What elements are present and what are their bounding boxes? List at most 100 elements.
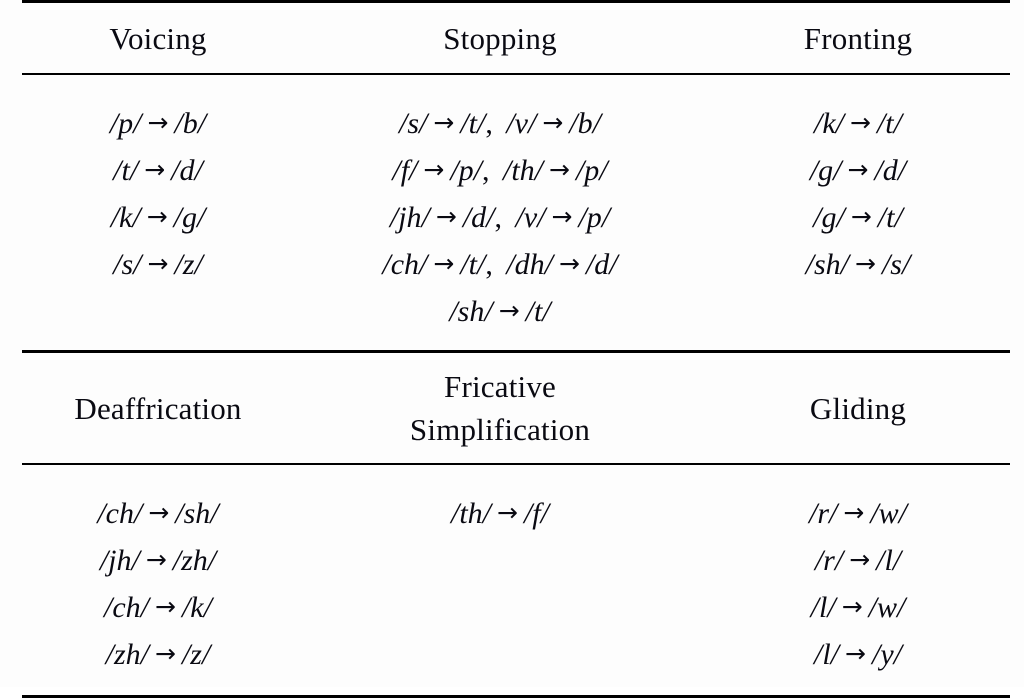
phoneme-target: /y/ — [871, 638, 902, 671]
phoneme-rule-line: /th/→/f/ — [294, 491, 706, 538]
phoneme-source: /k/ — [110, 201, 141, 234]
rules-cell-voicing: /p/→/b//t/→/d//k/→/g//s/→/z/ — [22, 74, 294, 352]
phoneme-rule-line: /sh/→/t/ — [294, 289, 706, 336]
phoneme-target: /g/ — [173, 201, 206, 234]
arrow-icon: → — [855, 249, 876, 278]
phoneme-rule-line: /ch/→/sh/ — [22, 491, 294, 538]
pair-separator: , — [494, 201, 510, 234]
phoneme-target: /d/ — [171, 154, 203, 187]
arrow-icon: → — [843, 498, 865, 527]
arrow-icon: → — [144, 155, 166, 184]
arrow-icon: → — [849, 545, 871, 574]
phoneme-source: /r/ — [809, 497, 838, 530]
column-header-line: Simplification — [409, 412, 591, 447]
phoneme-rule-line: /sh/→/s/ — [706, 242, 1010, 289]
arrow-icon: → — [155, 592, 176, 621]
phoneme-rule-line: /r/→/w/ — [706, 491, 1010, 538]
phoneme-target: /d/ — [462, 201, 495, 234]
phoneme-target: /t/ — [877, 201, 903, 234]
data-row: /ch/→/sh//jh/→/zh//ch/→/k//zh/→/z//th/→/… — [22, 464, 1010, 698]
column-header-gliding: Gliding — [706, 350, 1010, 465]
phoneme-target: /s/ — [881, 248, 911, 281]
phoneme-rule-line: /k/→/g/ — [22, 195, 294, 242]
rules-cell-fricative-simplification: /th/→/f/ — [294, 464, 706, 698]
arrow-icon: → — [847, 155, 869, 184]
phoneme-rule-line: /l/→/w/ — [706, 585, 1010, 632]
arrow-icon: → — [433, 249, 455, 278]
phoneme-target: /p/ — [578, 201, 611, 234]
phoneme-source: /v/ — [515, 201, 546, 234]
arrow-icon: → — [845, 639, 866, 668]
pair-separator: , — [485, 248, 501, 281]
phoneme-target: /t/ — [876, 107, 902, 140]
arrow-icon: → — [145, 545, 167, 574]
phoneme-source: /zh/ — [105, 638, 150, 671]
arrow-icon: → — [498, 296, 520, 325]
phoneme-target: /z/ — [181, 638, 211, 671]
phoneme-rule-line: /f/→/p/, /th/→/p/ — [294, 148, 706, 195]
phoneme-source: /th/ — [451, 497, 492, 530]
phoneme-rule-line: /s/→/z/ — [22, 242, 294, 289]
column-header-voicing: Voicing — [22, 0, 294, 75]
phoneme-rule-line: /jh/→/zh/ — [22, 538, 294, 585]
arrow-icon: → — [147, 108, 169, 137]
pair-separator: , — [485, 107, 501, 140]
arrow-icon: → — [155, 639, 176, 668]
phoneme-source: /f/ — [392, 154, 418, 187]
arrow-icon: → — [497, 498, 518, 527]
phoneme-target: /f/ — [523, 497, 549, 530]
phoneme-source: /l/ — [814, 638, 840, 671]
phoneme-target: /d/ — [874, 154, 907, 187]
rules-cell-deaffrication: /ch/→/sh//jh/→/zh//ch/→/k//zh/→/z/ — [22, 464, 294, 698]
phoneme-target: /l/ — [876, 544, 902, 577]
phoneme-rule-line: /g/→/d/ — [706, 148, 1010, 195]
rules-cell-fronting: /k/→/t//g/→/d//g/→/t//sh/→/s/ — [706, 74, 1010, 352]
column-header-line: Fricative — [444, 369, 556, 404]
phoneme-target: /t/ — [525, 295, 551, 328]
pair-separator: , — [482, 154, 497, 187]
phoneme-target: /p/ — [575, 154, 608, 187]
phoneme-rule-line: /l/→/y/ — [706, 632, 1010, 679]
phoneme-target: /b/ — [174, 107, 207, 140]
phoneme-rule-line: /s/→/t/, /v/→/b/ — [294, 101, 706, 148]
phoneme-rule-line: /g/→/t/ — [706, 195, 1010, 242]
arrow-icon: → — [850, 202, 872, 231]
phoneme-target: /t/ — [460, 248, 486, 281]
data-row: /p/→/b//t/→/d//k/→/g//s/→/z//s/→/t/, /v/… — [22, 74, 1010, 352]
phoneme-source: /jh/ — [99, 544, 140, 577]
phoneme-source: /ch/ — [97, 497, 143, 530]
arrow-icon: → — [559, 249, 580, 278]
phoneme-source: /g/ — [813, 201, 845, 234]
header-row: Voicing Stopping Fronting — [22, 0, 1010, 75]
column-header-line: Fronting — [803, 20, 913, 56]
phoneme-target: /zh/ — [172, 544, 217, 577]
phoneme-target: /z/ — [174, 248, 203, 281]
arrow-icon: → — [433, 108, 455, 137]
column-header-line: Stopping — [443, 20, 557, 56]
column-header-line: Gliding — [809, 390, 907, 426]
phoneme-rule-line: /r/→/l/ — [706, 538, 1010, 585]
phoneme-source: /th/ — [503, 154, 544, 187]
rules-cell-stopping: /s/→/t/, /v/→/b//f/→/p/, /th/→/p//jh/→/d… — [294, 74, 706, 352]
arrow-icon: → — [549, 155, 570, 184]
arrow-icon: → — [841, 592, 863, 621]
phoneme-target: /p/ — [450, 154, 482, 187]
phoneme-source: /ch/ — [104, 591, 150, 624]
column-header-fronting: Fronting — [706, 0, 1010, 75]
phoneme-source: /s/ — [399, 107, 428, 140]
phoneme-target: /b/ — [569, 107, 601, 140]
arrow-icon: → — [423, 155, 445, 184]
arrow-icon: → — [850, 108, 871, 137]
phoneme-source: /v/ — [506, 107, 537, 140]
arrow-icon: → — [435, 202, 457, 231]
phoneme-rule-line: /zh/→/z/ — [22, 632, 294, 679]
phoneme-source: /p/ — [109, 107, 142, 140]
arrow-icon: → — [147, 249, 169, 278]
column-header-deaffrication: Deaffrication — [22, 350, 294, 465]
phoneme-target: /w/ — [870, 497, 907, 530]
